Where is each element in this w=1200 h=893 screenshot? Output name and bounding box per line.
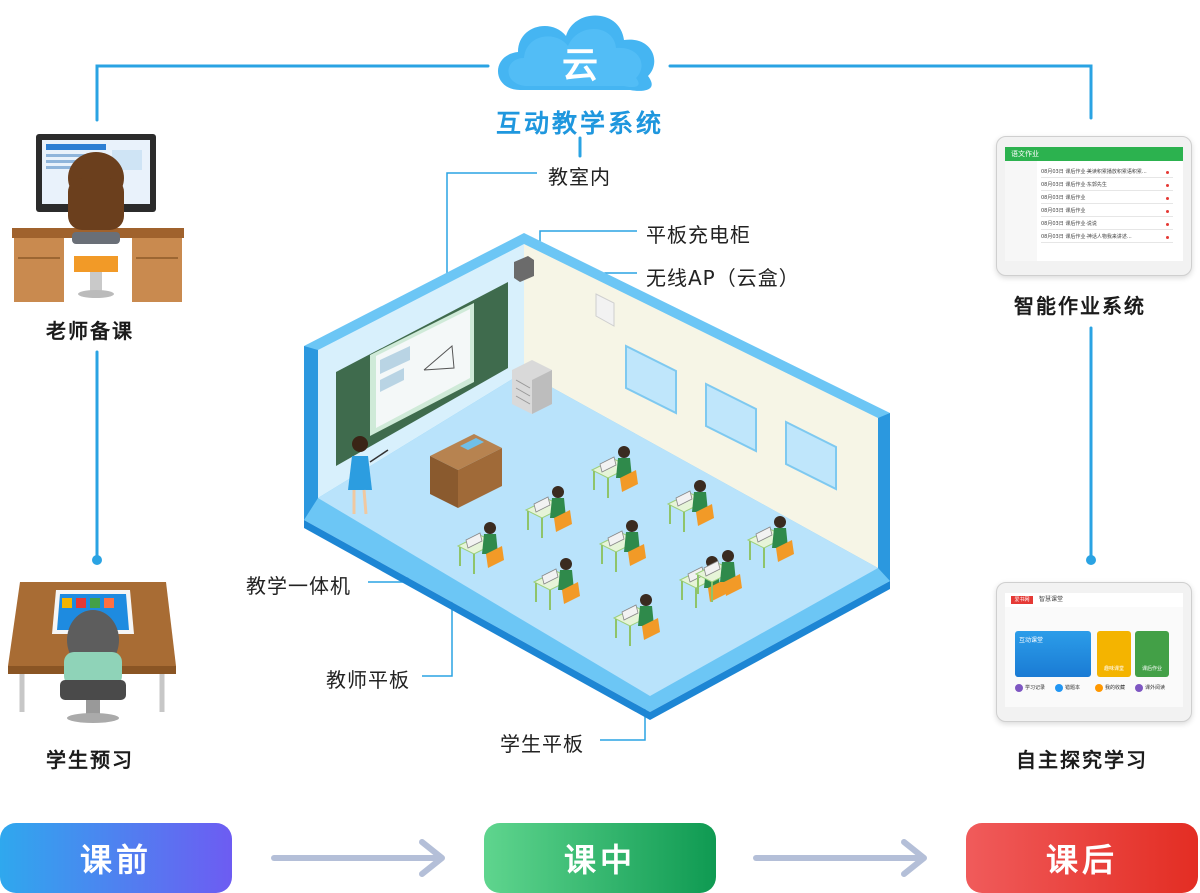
cloud-label: 云 (561, 45, 598, 86)
app-title: 智慧课堂 (1039, 596, 1064, 603)
student-desk (590, 446, 638, 498)
wireless-ap-label: 无线AP（云盒） (646, 266, 800, 290)
phase-before: 课前 (0, 823, 232, 893)
student-desk (612, 594, 660, 646)
charging-cabinet-label: 平板充电柜 (646, 223, 751, 247)
arrow-right-icon (271, 839, 927, 877)
classroom-illustration (304, 233, 890, 720)
cloud-icon (497, 15, 655, 91)
connector-lines (95, 64, 1093, 558)
homework-row: 08月03日 课后作业·说说 (1041, 221, 1097, 227)
teacher-prep-illustration (12, 134, 184, 302)
homework-row: 08月03日 课后作业·美读积累播放积累语积累... (1041, 169, 1147, 175)
homework-sidebar (1005, 161, 1037, 261)
self-study-topbar: 爱书网 智慧课堂 (1005, 593, 1183, 607)
student-desk (456, 522, 504, 574)
homework-row: 08月03日 课后作业·神话人物我来讲述... (1041, 234, 1132, 240)
student-desk (524, 486, 572, 538)
app-logo: 爱书网 (1011, 596, 1033, 604)
homework-system-label: 智能作业系统 (1014, 294, 1146, 318)
homework-tablet: 语文作业 08月03日 课后作业·美读积累播放积累语积累... 08月03日 课… (996, 136, 1192, 276)
student-desks (456, 446, 794, 646)
student-desk (746, 516, 794, 568)
teacher-prep-label: 老师备课 (46, 319, 134, 343)
homework-title: 语文作业 (1005, 147, 1183, 161)
teacher-figure (348, 436, 389, 515)
study-record-button: 学习记录 (1013, 681, 1045, 695)
homework-row: 08月03日 课后作业·东郭先生 (1041, 182, 1107, 188)
main-tile: 互动课堂 (1015, 631, 1091, 677)
student-desk (694, 550, 742, 602)
wrong-book-button: 错题本 (1053, 681, 1080, 695)
phase-after: 课后 (966, 823, 1198, 893)
student-desk (598, 520, 646, 572)
tile-fun-class: 趣味课堂 (1097, 631, 1131, 677)
teacher-tablet-label: 教师平板 (326, 668, 410, 692)
student-desk (532, 558, 580, 610)
homework-screen: 语文作业 08月03日 课后作业·美读积累播放积累语积累... 08月03日 课… (1005, 147, 1183, 261)
student-tablet-label: 学生平板 (500, 732, 584, 756)
student-preview-illustration (8, 582, 176, 723)
self-study-label: 自主探究学习 (1016, 748, 1148, 772)
reading-button: 课外阅读 (1133, 681, 1165, 695)
student-preview-label: 学生预习 (46, 748, 134, 772)
self-study-tablet: 爱书网 智慧课堂 互动课堂 趣味课堂 课后作业 学习记录 错题本 我的收藏 课外… (996, 582, 1192, 722)
tile-homework: 课后作业 (1135, 631, 1169, 677)
classroom-title: 教室内 (548, 165, 611, 189)
student-desk (666, 480, 714, 532)
homework-row: 08月03日 课后作业 (1041, 208, 1086, 214)
self-study-screen: 爱书网 智慧课堂 互动课堂 趣味课堂 课后作业 学习记录 错题本 我的收藏 课外… (1005, 593, 1183, 707)
homework-row: 08月03日 课后作业 (1041, 195, 1086, 201)
favorites-button: 我的收藏 (1093, 681, 1125, 695)
system-title: 互动教学系统 (495, 109, 664, 138)
phase-during: 课中 (484, 823, 716, 893)
smart-board-label: 教学一体机 (246, 574, 351, 598)
